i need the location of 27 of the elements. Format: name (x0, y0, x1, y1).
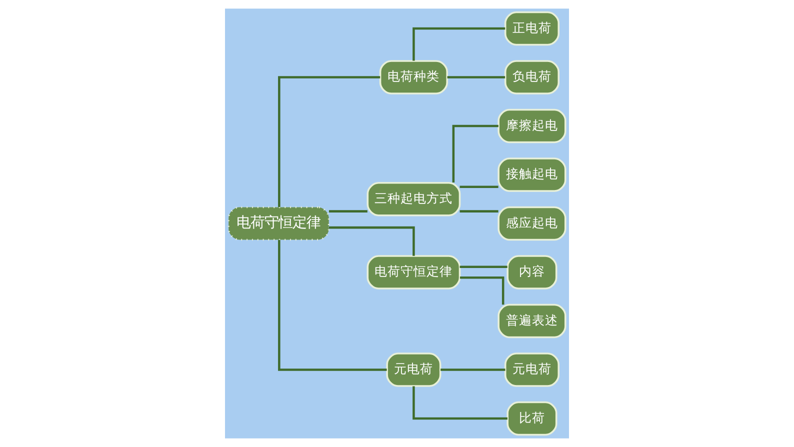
node-box: 感应起电 (498, 206, 566, 241)
connector (447, 76, 506, 78)
node-box: 比荷 (506, 401, 558, 436)
node-box: 三种起电方式 (366, 182, 461, 216)
connector (460, 276, 504, 305)
connector (460, 210, 498, 212)
connector (412, 386, 508, 420)
node-box: 电荷守恒定律 (228, 206, 330, 241)
connector (278, 76, 380, 207)
connector (440, 368, 506, 371)
node-box: 元电荷 (386, 352, 442, 387)
node-box: 电荷守恒定律 (366, 255, 461, 290)
connector (452, 124, 498, 183)
connector (278, 240, 387, 371)
node-box: 电荷种类 (379, 60, 448, 94)
node-box: 接触起电 (498, 158, 566, 192)
node-box: 内容 (506, 255, 558, 290)
node-box: 正电荷 (504, 11, 560, 46)
connector (328, 210, 368, 212)
node-box: 元电荷 (504, 352, 560, 387)
node-box: 负电荷 (504, 60, 560, 94)
connector (328, 226, 415, 256)
node-box: 摩擦起电 (498, 108, 566, 144)
connector (460, 186, 498, 188)
connector (460, 266, 508, 268)
connector (412, 27, 506, 61)
node-box: 普遍表述 (498, 304, 566, 338)
